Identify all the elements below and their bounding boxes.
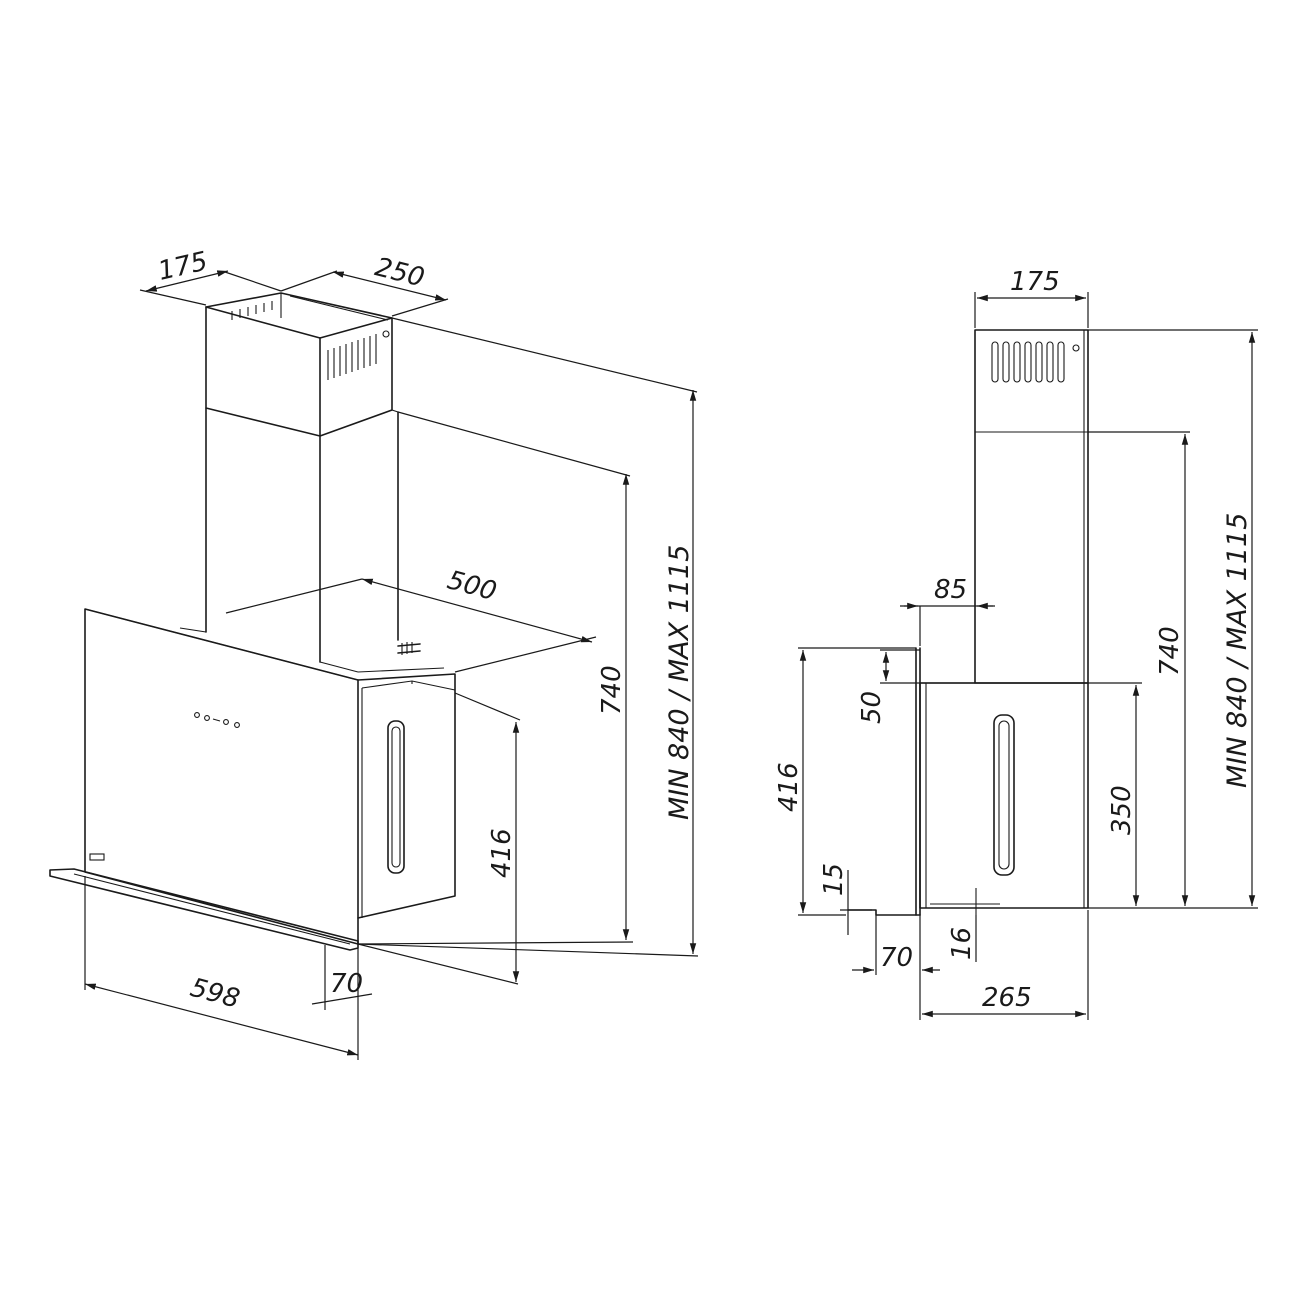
chimney-upper [205, 292, 393, 437]
side-dim-50-label: 50 [857, 691, 887, 724]
side-dim-175: 175 [974, 267, 1089, 328]
dim-175-label: 175 [155, 246, 210, 286]
side-glass [847, 647, 921, 916]
vent-slots-right [327, 334, 377, 380]
side-dim-70-label: 70 [880, 943, 913, 973]
side-dim-265-label: 265 [982, 983, 1032, 1013]
side-dim-16: 16 [947, 915, 977, 962]
dim-740: 740 [597, 474, 630, 940]
side-dim-16-label: 16 [947, 927, 977, 960]
side-dim-265: 265 [919, 910, 1089, 1020]
dim-70-label: 70 [330, 969, 363, 999]
dim-175-250: 175 250 [139, 246, 449, 317]
side-dim-740-label: 740 [1155, 626, 1185, 676]
dim-250-label: 250 [372, 252, 427, 293]
side-vent-slots [991, 341, 1065, 383]
control-buttons [194, 712, 240, 728]
chimney-lower [205, 407, 399, 663]
vent-slots-left [231, 301, 273, 320]
connector [397, 642, 421, 655]
side-dim-70: 70 [852, 915, 940, 975]
side-chimney [974, 329, 1089, 684]
side-dim-15: 15 [819, 863, 872, 935]
dim-70: 70 [311, 945, 373, 1010]
dim-total-label: MIN 840 / MAX 1115 [664, 545, 695, 820]
dim-total: MIN 840 / MAX 1115 [664, 390, 697, 954]
side-dim-50: 50 [857, 649, 975, 724]
side-dim-350-label: 350 [1107, 785, 1137, 835]
dim-416: 416 [487, 722, 520, 982]
side-dim-85-label: 85 [934, 575, 967, 605]
side-dim-total: MIN 840 / MAX 1115 [1088, 329, 1258, 909]
bottom-lip [49, 868, 359, 951]
side-dim-15-label: 15 [819, 863, 849, 896]
side-dim-175-label: 175 [1010, 267, 1060, 297]
side-dim-740: 740 [1088, 431, 1190, 909]
dim-416-label: 416 [487, 828, 517, 878]
dim-740-label: 740 [597, 665, 627, 715]
height-extensions [357, 317, 699, 985]
dim-598-label: 598 [187, 973, 243, 1015]
side-body [919, 682, 1089, 915]
perspective-view: 175 250 500 740 MIN 840 / MAX 1115 [49, 246, 699, 1060]
glass-panel [84, 608, 359, 945]
side-dim-416: 416 [774, 647, 916, 916]
rear-box [319, 642, 456, 919]
side-view: 175 85 50 416 15 [774, 267, 1258, 1020]
side-dim-416-label: 416 [774, 762, 804, 812]
side-dim-total-label: MIN 840 / MAX 1115 [1222, 513, 1253, 788]
dim-500-label: 500 [444, 565, 500, 607]
dim-598: 598 [84, 876, 359, 1060]
side-dim-350: 350 [1088, 682, 1142, 909]
side-dim-85: 85 [900, 575, 995, 646]
dim-500: 500 [225, 565, 597, 673]
